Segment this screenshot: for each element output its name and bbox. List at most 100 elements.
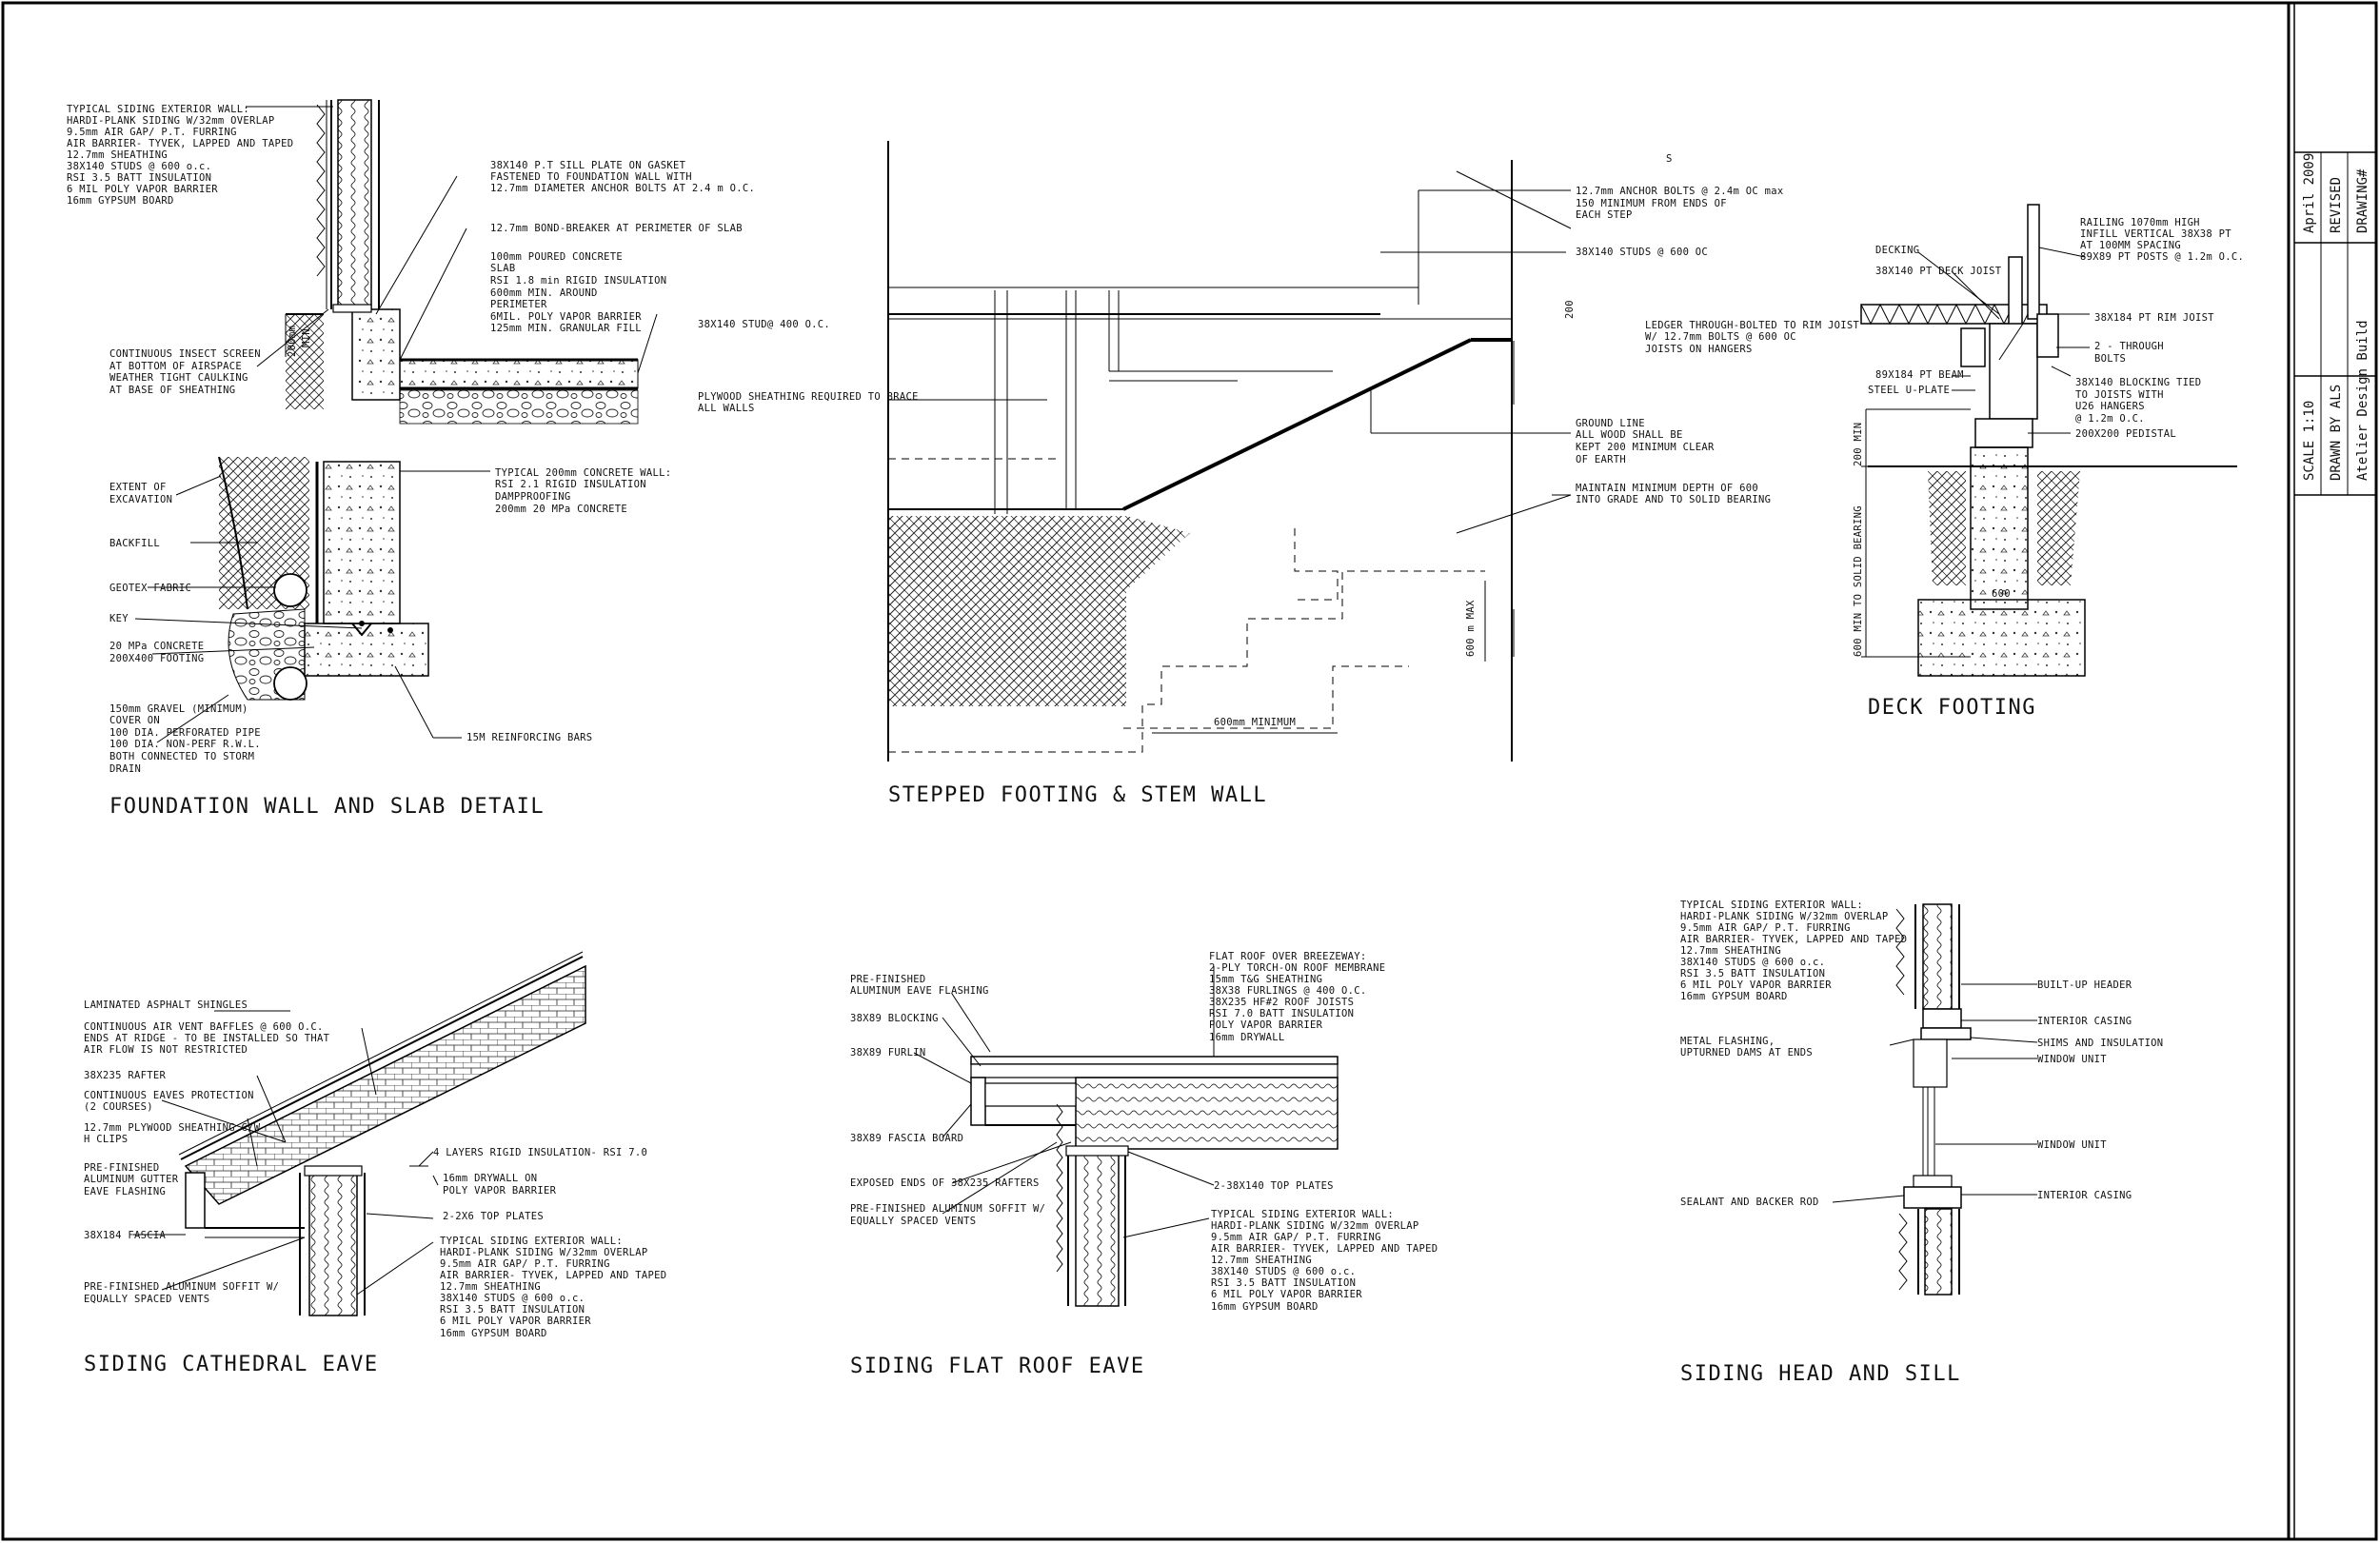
deck-ledger-note: JOISTS ON HANGERS — [1645, 344, 1753, 355]
flatroof-roof-note: 16mm DRYWALL — [1209, 1032, 1284, 1043]
stepped-ground-note: OF EARTH — [1576, 454, 1626, 465]
flatroof-fascia: 38X89 FASCIA BOARD — [850, 1133, 963, 1144]
svg-text:20 MPa CONCRETE 200X400 FO: 20 MPa CONCRETE 200X400 FOOTING — [109, 641, 210, 664]
deck-ledger-note: W/ 12.7mm BOLTS @ 600 OC — [1645, 331, 1796, 343]
deck-bolts-note: BOLTS — [2094, 353, 2126, 365]
foundation-wall-note: 38X140 STUDS @ 600 o.c. — [67, 161, 211, 172]
stepped-title: STEPPED FOOTING & STEM WALL — [888, 783, 1267, 807]
flatroof-soffit-note: EQUALLY SPACED VENTS — [850, 1216, 976, 1227]
title-block-drawing-number: DRAWING# — [2355, 168, 2370, 233]
stepped-s-mark: S — [1666, 153, 1673, 165]
headsill-sealant: SEALANT AND BACKER ROD — [1680, 1197, 1819, 1208]
title-block-date: April 2009 — [2302, 153, 2317, 233]
svg-text:PRE-FINISHED ALUMINUM SOFFIT W: PRE-FINISHED ALUMINUM SOFFIT W/ EQUALLY … — [850, 1203, 1052, 1227]
flatroof-wall-note: RSI 3.5 BATT INSULATION — [1211, 1277, 1356, 1289]
cathedral-soffit-note: PRE-FINISHED ALUMINUM SOFFIT W/ — [84, 1281, 279, 1293]
flatroof-wall-note: 6 MIL POLY VAPOR BARRIER — [1211, 1289, 1362, 1300]
headsill-wall-note: 16mm GYPSUM BOARD — [1680, 991, 1788, 1002]
title-block-revised: REVISED — [2329, 177, 2344, 233]
foundation-slab-note: SLAB — [490, 263, 516, 274]
cathedral-gutter-note: ALUMINUM GUTTER — [84, 1174, 179, 1185]
flatroof-flashing-note: PRE-FINISHED — [850, 974, 925, 985]
deck-decking: DECKING — [1875, 245, 1919, 256]
stepped-plywood-note: PLYWOOD SHEATHING REQUIRED TO BRACE — [698, 391, 919, 403]
svg-text:TYPICAL SIDING EXTERIOR WALL:: TYPICAL SIDING EXTERIOR WALL: HARDI-PLAN… — [67, 104, 300, 207]
deck-railing-note: INFILL VERTICAL 38X38 PT — [2080, 228, 2231, 240]
stepped-dim-600-min: 600mm MINIMUM — [1214, 717, 1296, 728]
cathedral-top-plates: 2-2X6 TOP PLATES — [443, 1211, 544, 1222]
headsill-metal-note: METAL FLASHING, — [1680, 1036, 1775, 1047]
foundation-slab-note: RSI 1.8 min RIGID INSULATION — [490, 275, 666, 287]
stepped-anchor-note: 150 MINIMUM FROM ENDS OF — [1576, 198, 1727, 209]
deck-bolts-note: 2 - THROUGH — [2094, 341, 2164, 352]
detail-head-and-sill — [1832, 903, 2038, 1296]
svg-text:CONTINUOUS EAVES PROTECTION: CONTINUOUS EAVES PROTECTION (2 COURSES) — [84, 1090, 260, 1113]
svg-text:EXTENT OF EXCAVATION: EXTENT OF EXCAVATION — [109, 482, 172, 505]
foundation-screen-note: AT BASE OF SHEATHING — [109, 385, 235, 396]
foundation-concrete-wall-note: DAMPPROOFING — [495, 491, 570, 503]
foundation-dim-min: MIN — [301, 328, 312, 347]
deck-ledger-note: LEDGER THROUGH-BOLTED TO RIM JOIST — [1645, 320, 1860, 331]
flatroof-flashing-note: ALUMINUM EAVE FLASHING — [850, 985, 989, 997]
flatroof-roof-note: POLY VAPOR BARRIER — [1209, 1019, 1323, 1031]
foundation-concrete-wall-note: RSI 2.1 RIGID INSULATION — [495, 479, 646, 490]
cathedral-fascia: 38X184 FASCIA — [84, 1230, 166, 1241]
svg-text:TYPICAL SIDING EXTERIOR WALL:: TYPICAL SIDING EXTERIOR WALL: HARDI-PLAN… — [1211, 1209, 1444, 1313]
detail-stepped-footing — [887, 141, 1572, 762]
cathedral-baffle-note: AIR FLOW IS NOT RESTRICTED — [84, 1044, 248, 1056]
svg-text:12.7mm ANCHOR BOLTS @ 2.4m OC: 12.7mm ANCHOR BOLTS @ 2.4m OC max 150 MI… — [1576, 186, 1790, 221]
deck-joist: 38X140 PT DECK JOIST — [1875, 266, 2002, 277]
deck-dim-200: 200 MIN — [1853, 423, 1864, 466]
headsill-header: BUILT-UP HEADER — [2037, 979, 2132, 991]
foundation-wall-note: 6 MIL POLY VAPOR BARRIER — [67, 184, 218, 195]
foundation-rebar: 15M REINFORCING BARS — [466, 732, 592, 743]
svg-text:LEDGER THROUGH-BOLTED TO RIM J: LEDGER THROUGH-BOLTED TO RIM JOIST W/ 12… — [1645, 320, 1866, 355]
deck-dim-600: 600 MIN TO SOLID BEARING — [1853, 505, 1864, 657]
cathedral-wall-note: AIR BARRIER- TYVEK, LAPPED AND TAPED — [440, 1270, 666, 1281]
svg-text:PLYWOOD SHEATHING REQUIRED TO: PLYWOOD SHEATHING REQUIRED TO BRACE ALL … — [698, 391, 924, 414]
foundation-wall-note: HARDI-PLANK SIDING W/32mm OVERLAP — [67, 115, 275, 127]
headsill-window-1: WINDOW UNIT — [2037, 1054, 2107, 1065]
flatroof-soffit-note: PRE-FINISHED ALUMINUM SOFFIT W/ — [850, 1203, 1045, 1215]
deck-blocking-note: @ 1.2m O.C. — [2075, 413, 2145, 425]
headsill-title: SIDING HEAD AND SILL — [1680, 1362, 1961, 1386]
svg-text:PRE-FINISHED ALUMINUM EAVE: PRE-FINISHED ALUMINUM EAVE FLASHING — [850, 974, 989, 997]
cathedral-plywood-note: H CLIPS — [84, 1134, 128, 1145]
foundation-slab-note: 600mm MIN. AROUND — [490, 287, 598, 299]
foundation-gravel-note: 100 DIA. PERFORATED PIPE — [109, 727, 261, 739]
flatroof-exposed: EXPOSED ENDS OF 38X235 RAFTERS — [850, 1177, 1040, 1189]
foundation-slab-note: 100mm POURED CONCRETE — [490, 251, 623, 263]
foundation-concrete-wall-note: 200mm 20 MPa CONCRETE — [495, 504, 627, 515]
svg-text:GROUND LINE ALL WOOD SHALL: GROUND LINE ALL WOOD SHALL BE KEPT 200 M… — [1576, 418, 1720, 465]
detail-flat-roof-eave — [913, 966, 1339, 1307]
deck-blocking-note: 38X140 BLOCKING TIED — [2075, 377, 2201, 388]
foundation-screen-note: AT BOTTOM OF AIRSPACE — [109, 361, 242, 372]
flatroof-wall-note: HARDI-PLANK SIDING W/32mm OVERLAP — [1211, 1220, 1419, 1232]
stepped-studs-600: 38X140 STUDS @ 600 OC — [1576, 247, 1708, 258]
flatroof-roof-note: 2-PLY TORCH-ON ROOF MEMBRANE — [1209, 962, 1385, 974]
headsill-wall-note: 38X140 STUDS @ 600 o.c. — [1680, 957, 1825, 968]
foundation-sill-note: 12.7mm DIAMETER ANCHOR BOLTS AT 2.4 m O.… — [490, 183, 755, 194]
foundation-geotex: GEOTEX FABRIC — [109, 583, 191, 594]
cathedral-gutter-note: PRE-FINISHED — [84, 1162, 159, 1174]
cathedral-wall-note: 6 MIL POLY VAPOR BARRIER — [440, 1316, 591, 1327]
deck-rim: 38X184 PT RIM JOIST — [2094, 312, 2214, 324]
svg-text:38X140 BLOCKING TIED TO JO: 38X140 BLOCKING TIED TO JOISTS WITH U26 … — [2075, 377, 2208, 425]
title-block-scale: SCALE 1:10 — [2302, 401, 2317, 481]
cathedral-drywall-note: POLY VAPOR BARRIER — [443, 1185, 557, 1197]
svg-text:12.7mm PLYWOOD SHEATHING C/W: 12.7mm PLYWOOD SHEATHING C/W H CLIPS — [84, 1122, 267, 1145]
headsill-shims: SHIMS AND INSULATION — [2037, 1038, 2163, 1049]
cathedral-baffle-note: CONTINUOUS AIR VENT BAFFLES @ 600 O.C. — [84, 1021, 324, 1033]
flatroof-top-plates: 2-38X140 TOP PLATES — [1214, 1180, 1334, 1192]
deck-railing-note: AT 100MM SPACING — [2080, 240, 2181, 251]
foundation-sill-note: 38X140 P.T SILL PLATE ON GASKET — [490, 160, 686, 171]
svg-text:METAL FLASHING, UPTURNED D: METAL FLASHING, UPTURNED DAMS AT ENDS — [1680, 1036, 1813, 1058]
deck-beam: 89X184 PT BEAM — [1875, 369, 1964, 381]
cathedral-wall-note: 9.5mm AIR GAP/ P.T. FURRING — [440, 1258, 610, 1270]
svg-text:16mm DRYWALL ON POLY VAPOR: 16mm DRYWALL ON POLY VAPOR BARRIER — [443, 1173, 557, 1197]
flatroof-wall-note: TYPICAL SIDING EXTERIOR WALL: — [1211, 1209, 1394, 1220]
flatroof-blocking: 38X89 BLOCKING — [850, 1013, 939, 1024]
flatroof-wall-note: 12.7mm SHEATHING — [1211, 1255, 1312, 1266]
